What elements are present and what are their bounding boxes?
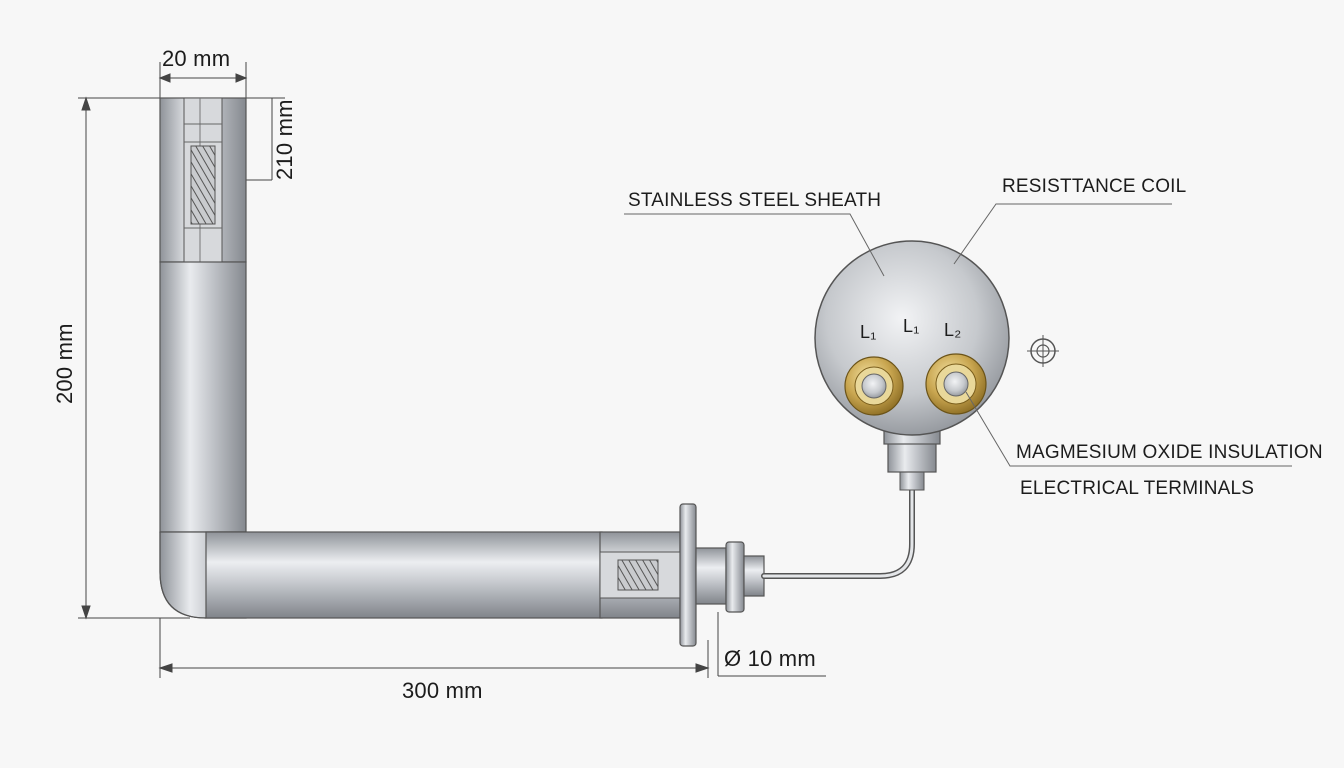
terminal-label-center: L₁ (903, 316, 920, 336)
callout-sheath: STAINLESS STEEL SHEATH (628, 190, 882, 211)
dimension-lines (78, 62, 826, 678)
callout-coil: RESISTTANCE COIL (1002, 176, 1187, 197)
dimension-length: 300 mm (402, 678, 483, 703)
leader-lines (624, 203, 1292, 467)
brass-terminals (844, 353, 987, 416)
vertical-tube (159, 97, 247, 533)
callout-terminals: ELECTRICAL TERMINALS (1020, 478, 1255, 499)
dimension-height: 200 mm (52, 323, 77, 404)
terminal-label-right: L₂ (944, 320, 962, 340)
dimension-width-top: 20 mm (162, 46, 231, 71)
lead-wire (761, 477, 915, 579)
horizontal-tube (159, 531, 681, 619)
callout-insulation: MAGMESIUM OXIDE INSULATION (1016, 442, 1323, 463)
flange-fitting (679, 503, 765, 647)
ground-symbol (1027, 335, 1059, 367)
dimension-element-length: 210 mm (272, 99, 297, 180)
dimension-diameter: Ø 10 mm (724, 646, 816, 671)
terminal-label-left: L₁ (860, 322, 877, 342)
